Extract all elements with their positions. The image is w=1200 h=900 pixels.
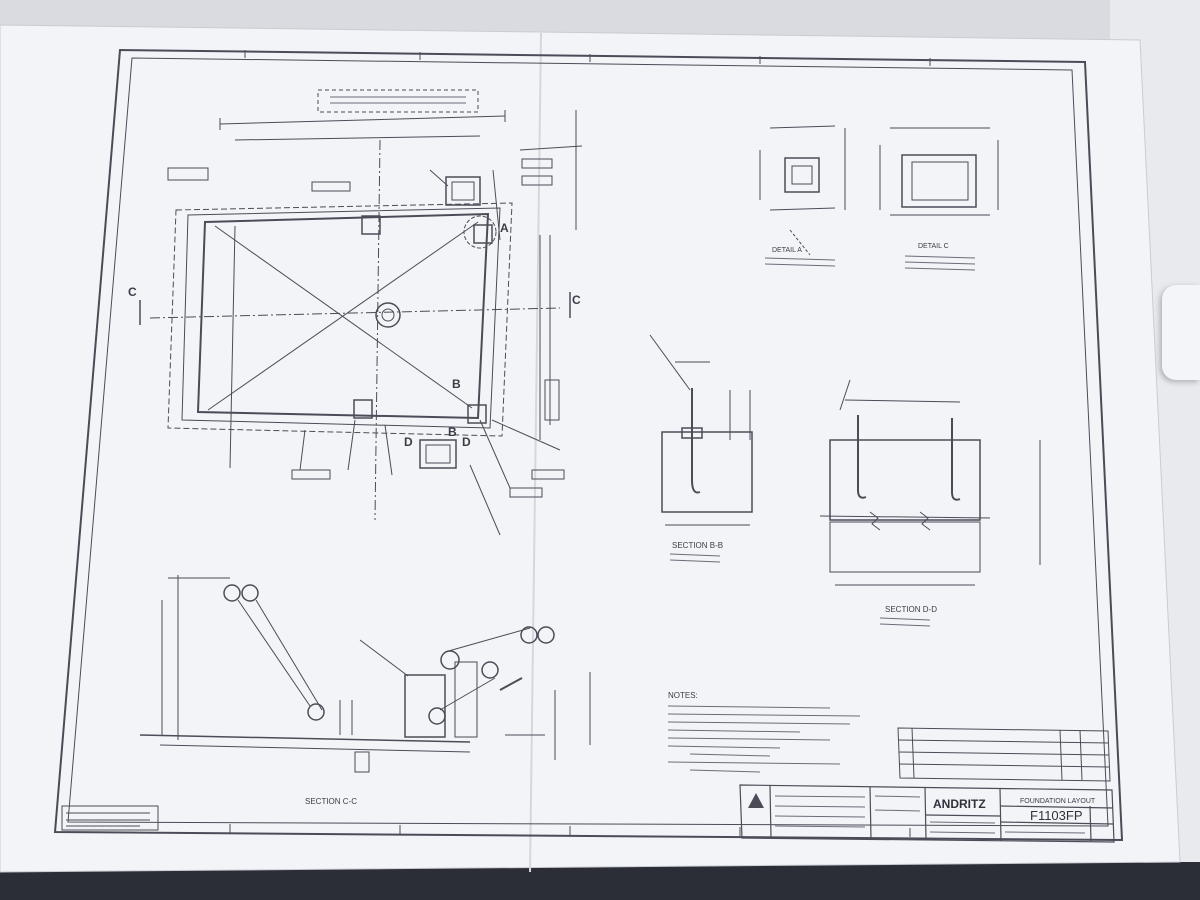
marker-d-left: D [404, 435, 413, 449]
title-block-lines [774, 795, 1086, 834]
section-bb-caption [669, 553, 721, 563]
marker-b-lower: B [448, 425, 457, 439]
marker-d-right: D [462, 435, 471, 449]
marker-a: A [500, 221, 509, 235]
detail-c-caption [904, 255, 976, 271]
notes-lines [667, 705, 861, 773]
detail-c-view [879, 127, 999, 216]
zone-ticks [229, 50, 931, 837]
border-frame [53, 48, 1124, 842]
plan-leaders [229, 225, 561, 536]
marker-c-right: C [572, 293, 581, 307]
stamp-box [61, 805, 159, 831]
revision-block [897, 727, 1111, 782]
title-block [739, 784, 1115, 843]
detail-a-title: DETAIL A [772, 247, 802, 254]
top-note-lines [330, 96, 466, 104]
section-dd-title: SECTION D-D [885, 605, 937, 614]
drawing-title: FOUNDATION LAYOUT [1020, 798, 1096, 805]
adjacent-paper [1162, 285, 1200, 380]
marker-b-upper: B [452, 377, 461, 391]
paper-fold [529, 32, 542, 873]
section-cc-title: SECTION C-C [305, 797, 357, 806]
detail-a-caption [764, 257, 836, 267]
section-markers: A B B C C D D [128, 221, 581, 449]
paper-sheet [0, 24, 1181, 873]
marker-c-left: C [128, 285, 137, 299]
company-name: ANDRITZ [933, 797, 986, 811]
detail-a-view [759, 125, 846, 256]
section-bb-title: SECTION B-B [672, 541, 723, 550]
section-dd-caption [879, 617, 931, 627]
section-cc-view [139, 575, 591, 773]
section-dd-view [819, 379, 1041, 586]
section-bb-view [649, 334, 753, 526]
plan-dimension-boxes [167, 158, 565, 498]
notes-heading: NOTES: [668, 691, 698, 700]
top-note-box [317, 89, 479, 113]
drawing-number: F1103FP [1030, 808, 1083, 823]
plan-view [139, 110, 583, 521]
company-logo [748, 793, 764, 808]
detail-c-title: DETAIL C [918, 243, 949, 250]
